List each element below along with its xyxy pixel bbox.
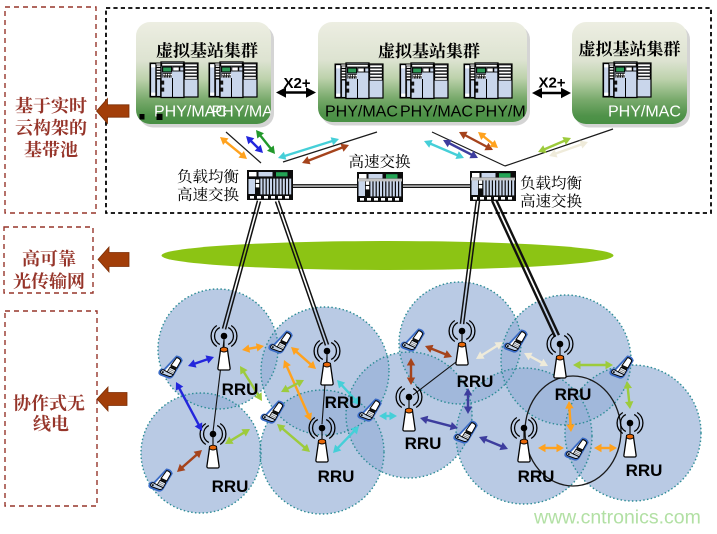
svg-text:www.cntronics.com: www.cntronics.com: [533, 507, 701, 529]
svg-text:RRU: RRU: [222, 380, 259, 399]
svg-text:PHY/MAC: PHY/MAC: [325, 104, 398, 121]
svg-text:RRU: RRU: [555, 385, 592, 404]
svg-text:RRU: RRU: [325, 393, 362, 412]
svg-text:PHY/MAC: PHY/MAC: [608, 104, 681, 121]
svg-text:RRU: RRU: [457, 372, 494, 391]
svg-text:PHY/MAC: PHY/MAC: [154, 104, 227, 121]
svg-text:RRU: RRU: [318, 467, 355, 486]
svg-text:PHY/MAC: PHY/MAC: [475, 104, 548, 121]
svg-text:RRU: RRU: [405, 434, 442, 453]
svg-text:RRU: RRU: [626, 461, 663, 480]
svg-text:RRU: RRU: [518, 467, 555, 486]
svg-text:PHY/MAC: PHY/MAC: [212, 104, 285, 121]
svg-text:X2+: X2+: [283, 75, 310, 92]
svg-text:PHY/MAC: PHY/MAC: [400, 104, 473, 121]
svg-text:X2+: X2+: [538, 75, 565, 92]
svg-text:RRU: RRU: [212, 477, 249, 496]
